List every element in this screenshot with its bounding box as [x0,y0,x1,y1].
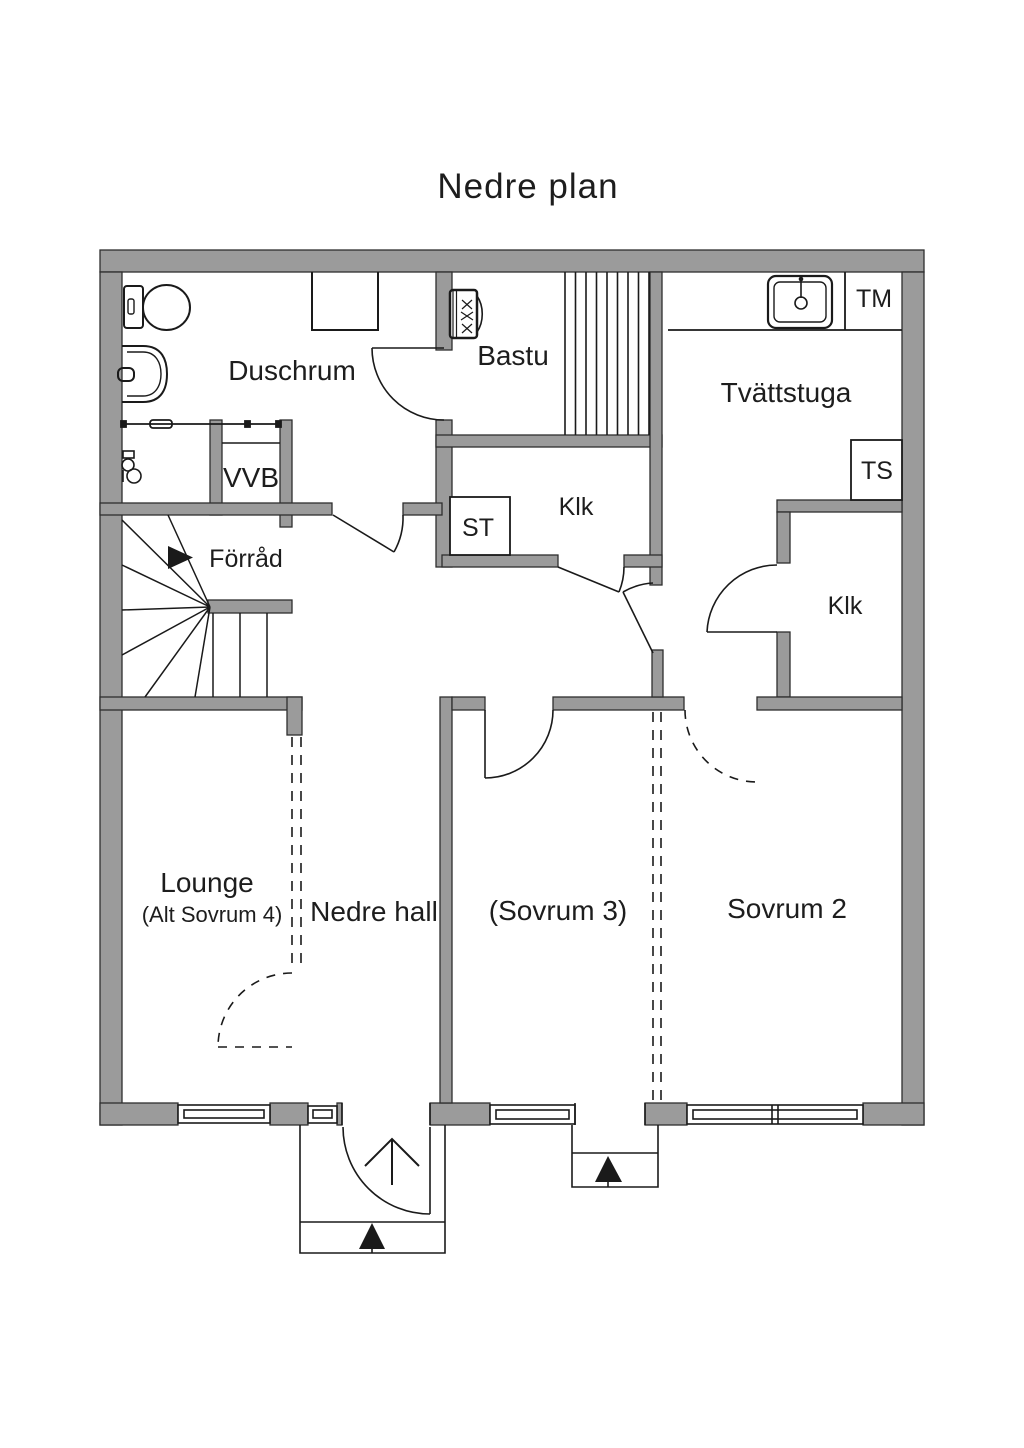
label-klk-right: Klk [828,592,863,620]
laundry-sink-icon [766,274,834,330]
label-tvattstuga: Tvättstuga [721,377,852,408]
wall-outer-top [99,249,925,273]
forrad-arrow-icon [168,546,193,569]
wall-outer-right [901,271,925,1126]
window-hall-small [307,1105,338,1124]
door-duschrum [332,514,404,553]
entrance-porch [299,1125,446,1254]
label-st: ST [462,514,494,542]
wall-vvb-right [279,419,293,528]
dashed-elements [217,709,758,1103]
sovrum3-exit-opening [574,1103,646,1125]
walls [99,249,925,1126]
wall-klkleft-bottom-b [623,554,663,568]
wall-klkright-top [776,499,903,513]
room-labels: Duschrum Bastu Tvättstuga TM TS VVB ST K… [142,285,893,927]
dashed-door-lounge [217,972,293,1048]
door-openings [341,1103,646,1125]
wall-bottom-seg [99,1102,179,1126]
label-bastu: Bastu [477,340,549,371]
label-lounge: Lounge [160,867,253,898]
label-tm: TM [856,285,892,313]
ts-box [850,439,903,501]
label-lounge-sub: (Alt Sovrum 4) [142,902,283,927]
dashed-wall-sovrum [652,712,662,1103]
label-forrad: Förråd [209,545,283,573]
wall-duschrum-bottom-right [402,502,443,516]
label-sovrum3: (Sovrum 3) [489,895,627,926]
wall-bottom-seg [269,1102,309,1126]
wall-stairs-stub [286,696,303,736]
wall-klkright-left-upper [776,511,791,564]
label-ts: TS [861,457,893,485]
wall-klkleft-bottom-a [441,554,559,568]
door-entrance [342,1126,431,1215]
door-klk-left [557,566,625,593]
door-corridor [622,582,654,654]
sauna-benches-icon [564,272,650,435]
wall-sovrum2-top [756,696,903,711]
wall-sovrum3-top-left [451,696,486,711]
wall-duschrum-bottom [99,502,333,516]
wall-bottom-seg [862,1102,925,1126]
wall-bottom-seg [644,1102,688,1126]
entry-triangle-main [359,1223,385,1249]
wall-stairs-bottom [99,696,303,711]
dashed-wall-lounge [291,737,302,971]
dashed-door-sovrum2 [684,709,758,783]
wall-stairs-bar [207,599,293,614]
stairs [121,514,268,698]
door-sovrum3 [484,709,554,779]
entry-triangle-side [595,1156,622,1182]
label-duschrum: Duschrum [228,355,356,386]
wall-sovrum3-top-right [552,696,685,711]
label-vvb: VVB [223,462,279,493]
wall-bastu-bottom [435,434,663,448]
label-klk-left: Klk [559,493,594,521]
label-nedre-hall: Nedre hall [310,896,438,927]
sauna-heater-icon [448,288,484,340]
toilet-icon [123,284,191,331]
shower-cabin-icon [311,272,379,331]
markers [168,546,622,1249]
door-bastu [371,347,445,421]
wall-bottom-seg [429,1102,491,1126]
entrance-opening [341,1103,431,1125]
window-lounge [177,1104,271,1124]
window-sovrum3 [489,1104,576,1125]
laundry-counter [668,272,902,331]
wall-central-stub [651,649,664,698]
side-porch [571,1125,659,1188]
entrance-arrow-icon [364,1137,420,1185]
st-box [449,496,511,556]
shower-mixer-icon [121,450,142,484]
shower-rail-icon [120,419,282,429]
wall-klkright-left-lower [776,631,791,698]
doors [332,347,778,1215]
label-sovrum2: Sovrum 2 [727,893,847,924]
wall-tvattstuga-left [649,271,663,586]
wall-sovrum3-left [439,696,453,1104]
window-sovrum2 [686,1104,864,1125]
wall-vvb-left [209,419,223,516]
fixtures [117,272,903,1254]
plan-title: Nedre plan [437,167,618,206]
sink-icon [117,345,169,403]
windows [177,1104,864,1125]
door-klk-right [706,564,778,633]
